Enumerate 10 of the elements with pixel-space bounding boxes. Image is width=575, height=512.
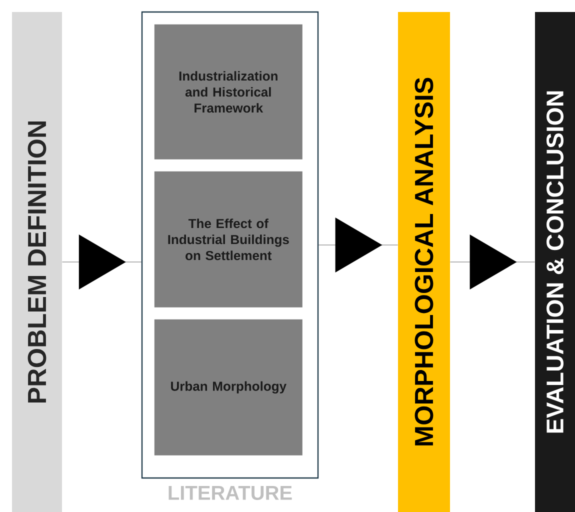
topic-box: The Effect of Industrial Buildings on Settlement <box>154 171 302 308</box>
topic-box: Industrialization and Historical Framework <box>154 24 302 160</box>
stage-band: EVALUATION & CONCLUSION <box>535 12 575 512</box>
group-heading: LITERATURE <box>168 486 292 500</box>
stage-band: MORPHOLOGICAL ANALYSIS <box>398 12 450 512</box>
topic-box: Urban Morphology <box>154 319 302 456</box>
arrow <box>62 234 142 290</box>
stage-band: PROBLEM DEFINITION <box>12 12 62 512</box>
arrow <box>450 234 535 290</box>
arrow <box>318 218 398 272</box>
